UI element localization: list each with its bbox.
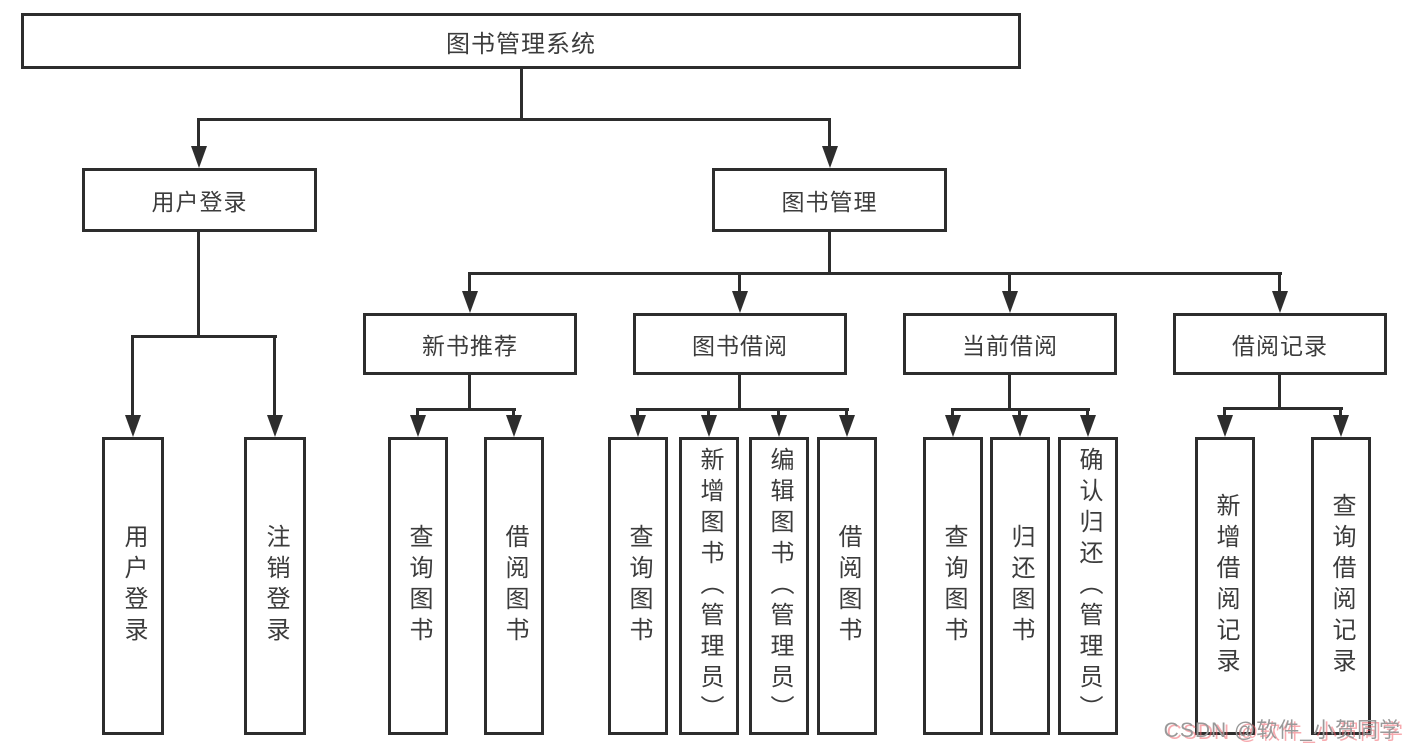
connector-newbook-rail	[416, 408, 516, 411]
leaf-current-query-books: 查询图书	[923, 437, 983, 735]
connector-records-c2	[1339, 407, 1342, 417]
leaf-query-borrow-record-label: 查询借阅记录	[1328, 493, 1355, 679]
arrowhead-borrow-c4	[839, 415, 855, 437]
connector-current-c1	[951, 408, 954, 417]
arrowhead-newbook	[462, 291, 478, 313]
leaf-user-login-label: 用户登录	[120, 524, 147, 648]
connector-current-drop	[1008, 375, 1011, 408]
node-new-book-recommend-label: 新书推荐	[422, 333, 518, 359]
leaf-newbook-query-books: 查询图书	[388, 437, 448, 735]
connector-records-c1	[1223, 407, 1226, 417]
leaf-logout: 注销登录	[244, 437, 306, 735]
leaf-newbook-borrow-books: 借阅图书	[484, 437, 544, 735]
leaf-return-books-label: 归还图书	[1007, 524, 1034, 648]
connector-current-c3	[1086, 408, 1089, 417]
arrowhead-leaf-logout	[267, 415, 283, 437]
connector-borrow-rail	[636, 408, 849, 411]
connector-newbook-c2	[512, 408, 515, 417]
connector-to-user-login	[197, 118, 200, 148]
node-book-borrow: 图书借阅	[633, 313, 847, 375]
arrowhead-borrow-c3	[771, 415, 787, 437]
leaf-query-borrow-record: 查询借阅记录	[1311, 437, 1371, 735]
arrowhead-book-mgmt	[822, 146, 838, 168]
connector-newbook-c1	[416, 408, 419, 417]
arrowhead-newbook-c1	[410, 415, 426, 437]
leaf-borrow-books: 借阅图书	[817, 437, 877, 735]
leaf-add-books-admin-label: 新增图书（管理员）	[696, 446, 723, 726]
connector-to-current	[1008, 272, 1011, 293]
csdn-watermark: CSDN @软件_小贺同学	[1163, 719, 1401, 742]
leaf-add-borrow-record-label: 新增借阅记录	[1212, 493, 1239, 679]
arrowhead-records	[1272, 291, 1288, 313]
arrowhead-borrow	[732, 291, 748, 313]
arrowhead-leaf-login	[125, 415, 141, 437]
connector-borrow-c1	[636, 408, 639, 417]
connector-userlogin-rail	[131, 335, 277, 338]
arrowhead-borrow-c1	[630, 415, 646, 437]
connector-to-newbook	[468, 272, 471, 293]
connector-borrow-c4	[845, 408, 848, 417]
connector-to-leaf-login	[131, 335, 134, 417]
connector-root-drop	[520, 69, 523, 118]
arrowhead-current-c2	[1012, 415, 1028, 437]
leaf-newbook-borrow-books-label: 借阅图书	[501, 524, 528, 648]
connector-userlogin-drop	[197, 232, 200, 335]
connector-borrow-drop	[738, 375, 741, 408]
leaf-user-login: 用户登录	[102, 437, 164, 735]
node-new-book-recommend: 新书推荐	[363, 313, 577, 375]
connector-to-leaf-logout	[273, 335, 276, 417]
connector-to-records	[1278, 272, 1281, 293]
arrowhead-user-login	[191, 146, 207, 168]
node-book-management-label: 图书管理	[781, 189, 878, 215]
node-borrow-records: 借阅记录	[1173, 313, 1387, 375]
connector-to-book-mgmt	[828, 118, 831, 148]
leaf-newbook-query-books-label: 查询图书	[405, 524, 432, 648]
arrowhead-records-c1	[1217, 415, 1233, 437]
leaf-confirm-return-admin-label: 确认归还（管理员）	[1075, 446, 1102, 726]
connector-borrow-c3	[777, 408, 780, 417]
connector-current-c2	[1018, 408, 1021, 417]
arrowhead-records-c2	[1333, 415, 1349, 437]
arrowhead-borrow-c2	[701, 415, 717, 437]
node-borrow-records-label: 借阅记录	[1232, 333, 1328, 359]
leaf-borrow-query-books: 查询图书	[608, 437, 668, 735]
connector-newbook-drop	[468, 375, 471, 408]
arrowhead-current-c1	[945, 415, 961, 437]
node-book-borrow-label: 图书借阅	[692, 333, 788, 359]
leaf-add-books-admin: 新增图书（管理员）	[679, 437, 739, 735]
leaf-edit-books-admin-label: 编辑图书（管理员）	[766, 446, 793, 726]
connector-bookmgmt-drop	[828, 232, 831, 272]
node-root-label: 图书管理系统	[446, 30, 596, 58]
leaf-confirm-return-admin: 确认归还（管理员）	[1058, 437, 1118, 735]
node-current-borrow-label: 当前借阅	[962, 333, 1058, 359]
connector-to-borrow	[738, 272, 741, 293]
connector-records-drop	[1278, 375, 1281, 407]
connector-bookmgmt-rail	[468, 272, 1282, 275]
leaf-edit-books-admin: 编辑图书（管理员）	[749, 437, 809, 735]
node-user-login: 用户登录	[82, 168, 317, 232]
leaf-borrow-books-label: 借阅图书	[834, 524, 861, 648]
leaf-borrow-query-books-label: 查询图书	[625, 524, 652, 648]
node-book-management: 图书管理	[712, 168, 947, 232]
leaf-current-query-books-label: 查询图书	[940, 524, 967, 648]
arrowhead-current	[1002, 291, 1018, 313]
leaf-logout-label: 注销登录	[262, 524, 289, 648]
connector-root-rail	[197, 118, 831, 121]
arrowhead-newbook-c2	[506, 415, 522, 437]
node-root-library-system: 图书管理系统	[21, 13, 1021, 69]
node-current-borrow: 当前借阅	[903, 313, 1117, 375]
leaf-return-books: 归还图书	[990, 437, 1050, 735]
arrowhead-current-c3	[1080, 415, 1096, 437]
leaf-add-borrow-record: 新增借阅记录	[1195, 437, 1255, 735]
connector-borrow-c2	[707, 408, 710, 417]
connector-records-rail	[1223, 407, 1343, 410]
node-user-login-label: 用户登录	[151, 189, 248, 215]
